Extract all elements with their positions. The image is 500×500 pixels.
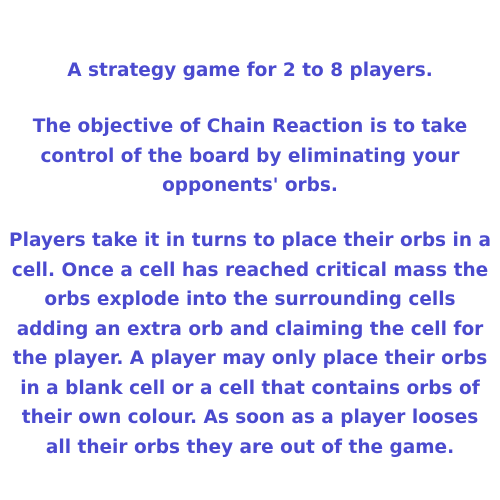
objective-text: The objective of Chain Reaction is to ta… (32, 116, 468, 196)
rules-text: Players take it in turns to place their … (9, 230, 491, 458)
game-subtitle: A strategy game for 2 to 8 players. (67, 60, 433, 81)
